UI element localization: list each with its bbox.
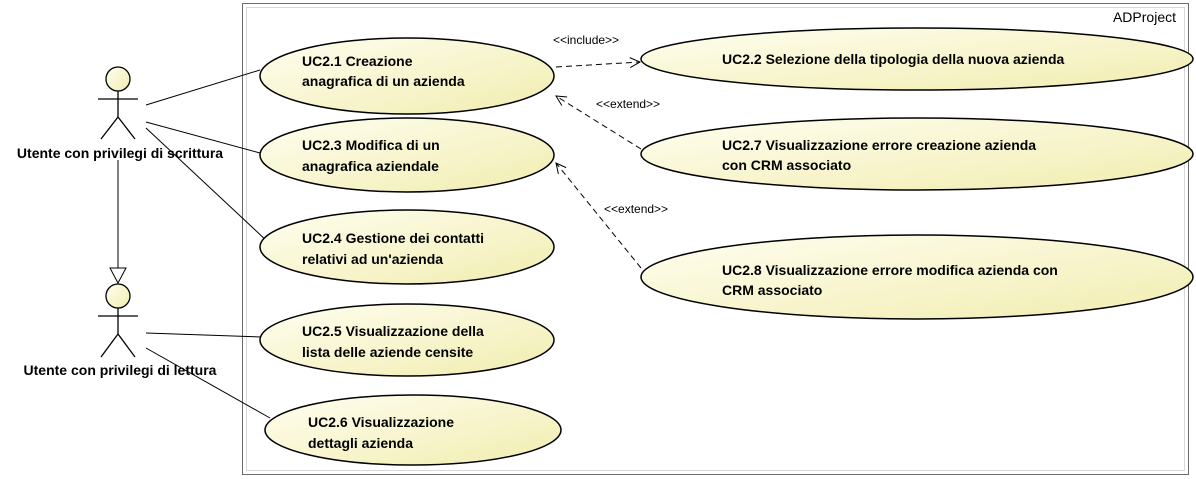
- uc26-line-1: UC2.6 Visualizzazione: [308, 414, 454, 430]
- uc27-line-1: UC2.7 Visualizzazione errore creazione a…: [722, 137, 1036, 153]
- use-case-uc27[interactable]: UC2.7 Visualizzazione errore creazione a…: [640, 117, 1194, 191]
- assoc-scrittura-uc21: [145, 69, 261, 106]
- actor-scrittura[interactable]: Utente con privilegi di scrittura: [17, 66, 223, 161]
- actor-scrittura-label: Utente con privilegi di scrittura: [17, 145, 223, 161]
- system-boundary-inner: [246, 7, 1185, 471]
- uc28-line-1: UC2.8 Visualizzazione errore modifica az…: [722, 262, 1058, 278]
- extend-uc27-uc21: [556, 96, 642, 150]
- uc21-line-1: UC2.1 Creazione: [302, 53, 413, 69]
- uc21-line-2: anagrafica di un azienda: [302, 73, 465, 89]
- dependencies: [555, 62, 642, 269]
- use-case-uc28[interactable]: UC2.8 Visualizzazione errore modifica az…: [640, 234, 1194, 320]
- associations: [145, 69, 271, 419]
- use-case-uc21[interactable]: UC2.1 Creazione anagrafica di un azienda: [259, 37, 555, 115]
- include-label: <<include>>: [553, 33, 619, 47]
- uc27-line-2: con CRM associato: [722, 157, 851, 173]
- use-case-uc23[interactable]: UC2.3 Modifica di un anagrafica aziendal…: [259, 117, 555, 193]
- uc24-line-2: relativi ad un'azienda: [302, 251, 443, 267]
- actor-stick-figure-icon: [98, 66, 138, 140]
- use-case-uc25[interactable]: UC2.5 Visualizzazione della lista delle …: [259, 303, 555, 377]
- include-uc21-uc22: [555, 62, 640, 67]
- uc23-line-1: UC2.3 Modifica di un: [302, 137, 440, 153]
- assoc-scrittura-uc24: [145, 127, 269, 243]
- assoc-lettura-uc25: [145, 332, 263, 338]
- actor-generalization: [109, 160, 127, 285]
- use-case-uc26[interactable]: UC2.6 Visualizzazione dettagli azienda: [264, 394, 562, 466]
- uc25-line-2: lista delle aziende censite: [302, 344, 473, 360]
- uc28-line-2: CRM associato: [722, 282, 822, 298]
- system-boundary: [242, 3, 1189, 475]
- uc24-line-1: UC2.4 Gestione dei contatti: [302, 230, 484, 246]
- assoc-scrittura-uc23: [145, 121, 261, 154]
- extend-uc28-uc23: [556, 163, 642, 269]
- extend-label-1: <<extend>>: [596, 97, 660, 111]
- use-case-uc22[interactable]: UC2.2 Selezione della tipologia della nu…: [640, 27, 1194, 91]
- uc25-line-1: UC2.5 Visualizzazione della: [302, 323, 484, 339]
- system-name: ADProject: [1113, 9, 1176, 25]
- uc23-line-2: anagrafica aziendale: [302, 158, 439, 174]
- actor-lettura[interactable]: Utente con privilegi di lettura: [24, 283, 217, 378]
- uc26-line-2: dettagli azienda: [308, 435, 413, 451]
- actor-lettura-label: Utente con privilegi di lettura: [24, 362, 217, 378]
- actor-stick-figure-icon: [98, 283, 138, 358]
- uc22-line-1: UC2.2 Selezione della tipologia della nu…: [722, 51, 1065, 67]
- extend-label-2: <<extend>>: [604, 202, 668, 216]
- assoc-lettura-uc26: [145, 347, 271, 419]
- use-case-uc24[interactable]: UC2.4 Gestione dei contatti relativi ad …: [259, 209, 555, 285]
